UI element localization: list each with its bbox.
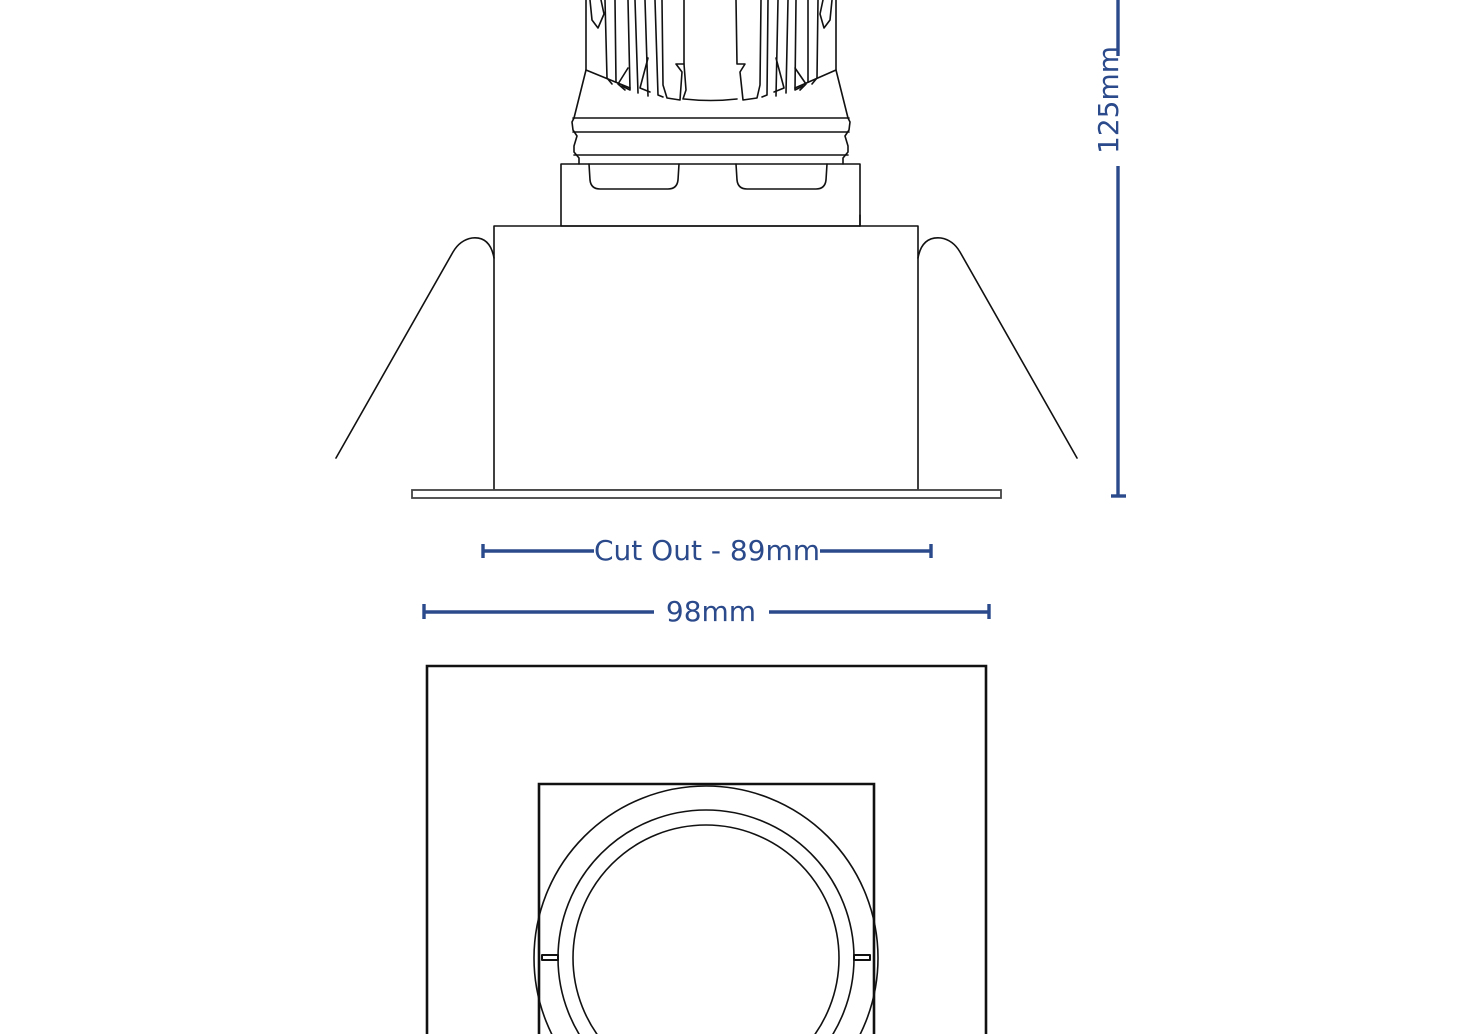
spring-clip-right	[917, 237, 1078, 459]
height-dimension: 125mm	[1092, 0, 1126, 498]
heatsink-icon	[585, 0, 837, 102]
height-label: 125mm	[1092, 46, 1125, 154]
retention-tab-right	[853, 954, 871, 961]
bezel-plate	[411, 489, 1002, 499]
inner-housing-square	[537, 782, 876, 1034]
width-dimension: 98mm	[422, 595, 991, 628]
middle-ring	[557, 809, 855, 1034]
width-label: 98mm	[666, 595, 756, 628]
side-elevation-view	[335, 0, 1078, 499]
plan-view	[425, 664, 988, 1034]
lens-aperture	[572, 824, 840, 1034]
lamp-collar	[571, 69, 851, 165]
retention-tab-left	[541, 954, 559, 961]
outer-bezel-square	[425, 664, 988, 1034]
cutout-label: Cut Out - 89mm	[594, 534, 820, 567]
mounting-block	[560, 163, 861, 227]
cutout-dimension: Cut Out - 89mm	[481, 534, 933, 567]
outer-ring	[533, 785, 879, 1034]
housing-body	[493, 225, 919, 491]
spring-clip-left	[335, 237, 495, 459]
